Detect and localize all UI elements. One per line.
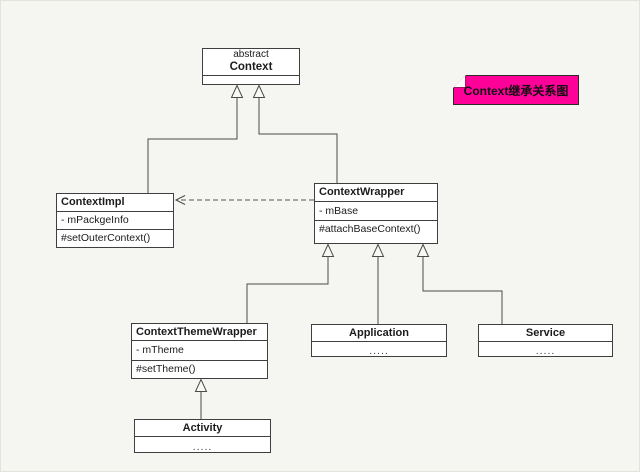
generalization-arrowhead-contextwrapper-right [416,243,430,257]
class-box-context: abstract Context [202,48,300,85]
class-name-context: Context [229,61,273,73]
class-attribute-contextwrapper: - mBase [315,201,437,220]
class-attribute-contextthemewrapper: - mTheme [132,340,267,360]
class-name-activity: Activity [182,422,223,434]
note-text: Context继承关系图 [463,83,569,98]
class-body-dots-service: ..... [479,341,612,356]
class-method-contextimpl: #setOuterContext() [57,229,173,247]
class-name-service: Service [525,327,566,339]
class-method-contextwrapper: #attachBaseContext() [315,220,437,243]
class-name-contextwrapper: ContextWrapper [319,186,405,198]
class-name-contextthemewrapper: ContextThemeWrapper [136,326,257,338]
generalization-edge-contextwrapper-to-context [258,97,338,183]
class-name-application: Application [349,327,409,339]
class-box-service: Service ..... [478,324,613,357]
class-stereotype-context: abstract [233,49,269,60]
dependency-arrowhead-contextimpl [174,195,186,205]
class-box-contextwrapper: ContextWrapper - mBase #attachBaseContex… [314,183,438,244]
generalization-arrowhead-contextwrapper-middle [371,243,385,257]
generalization-arrowhead-contextwrapper-left [321,243,335,257]
class-header-context: abstract Context [203,49,299,75]
class-name-contextimpl: ContextImpl [61,196,125,208]
generalization-arrowhead-context-right [252,84,266,98]
class-box-contextthemewrapper: ContextThemeWrapper - mTheme #setTheme() [131,323,268,379]
generalization-edge-contextimpl-to-context [147,97,238,193]
class-box-application: Application ..... [311,324,447,357]
note-context-inheritance: Context继承关系图 [453,75,579,105]
generalization-edge-contextthemewrapper-to-contextwrapper [246,256,329,323]
class-method-contextthemewrapper: #setTheme() [132,360,267,378]
class-body-dots-activity: ..... [135,436,270,452]
generalization-edge-service-to-contextwrapper [422,256,503,324]
class-body-dots-application: ..... [312,341,446,356]
generalization-arrowhead-contextthemewrapper [194,378,208,392]
class-attribute-contextimpl: - mPackgeInfo [57,211,173,229]
class-box-activity: Activity ..... [134,419,271,453]
class-box-contextimpl: ContextImpl - mPackgeInfo #setOuterConte… [56,193,174,248]
class-empty-compartment-context [203,75,299,84]
generalization-arrowhead-context-left [230,84,244,98]
